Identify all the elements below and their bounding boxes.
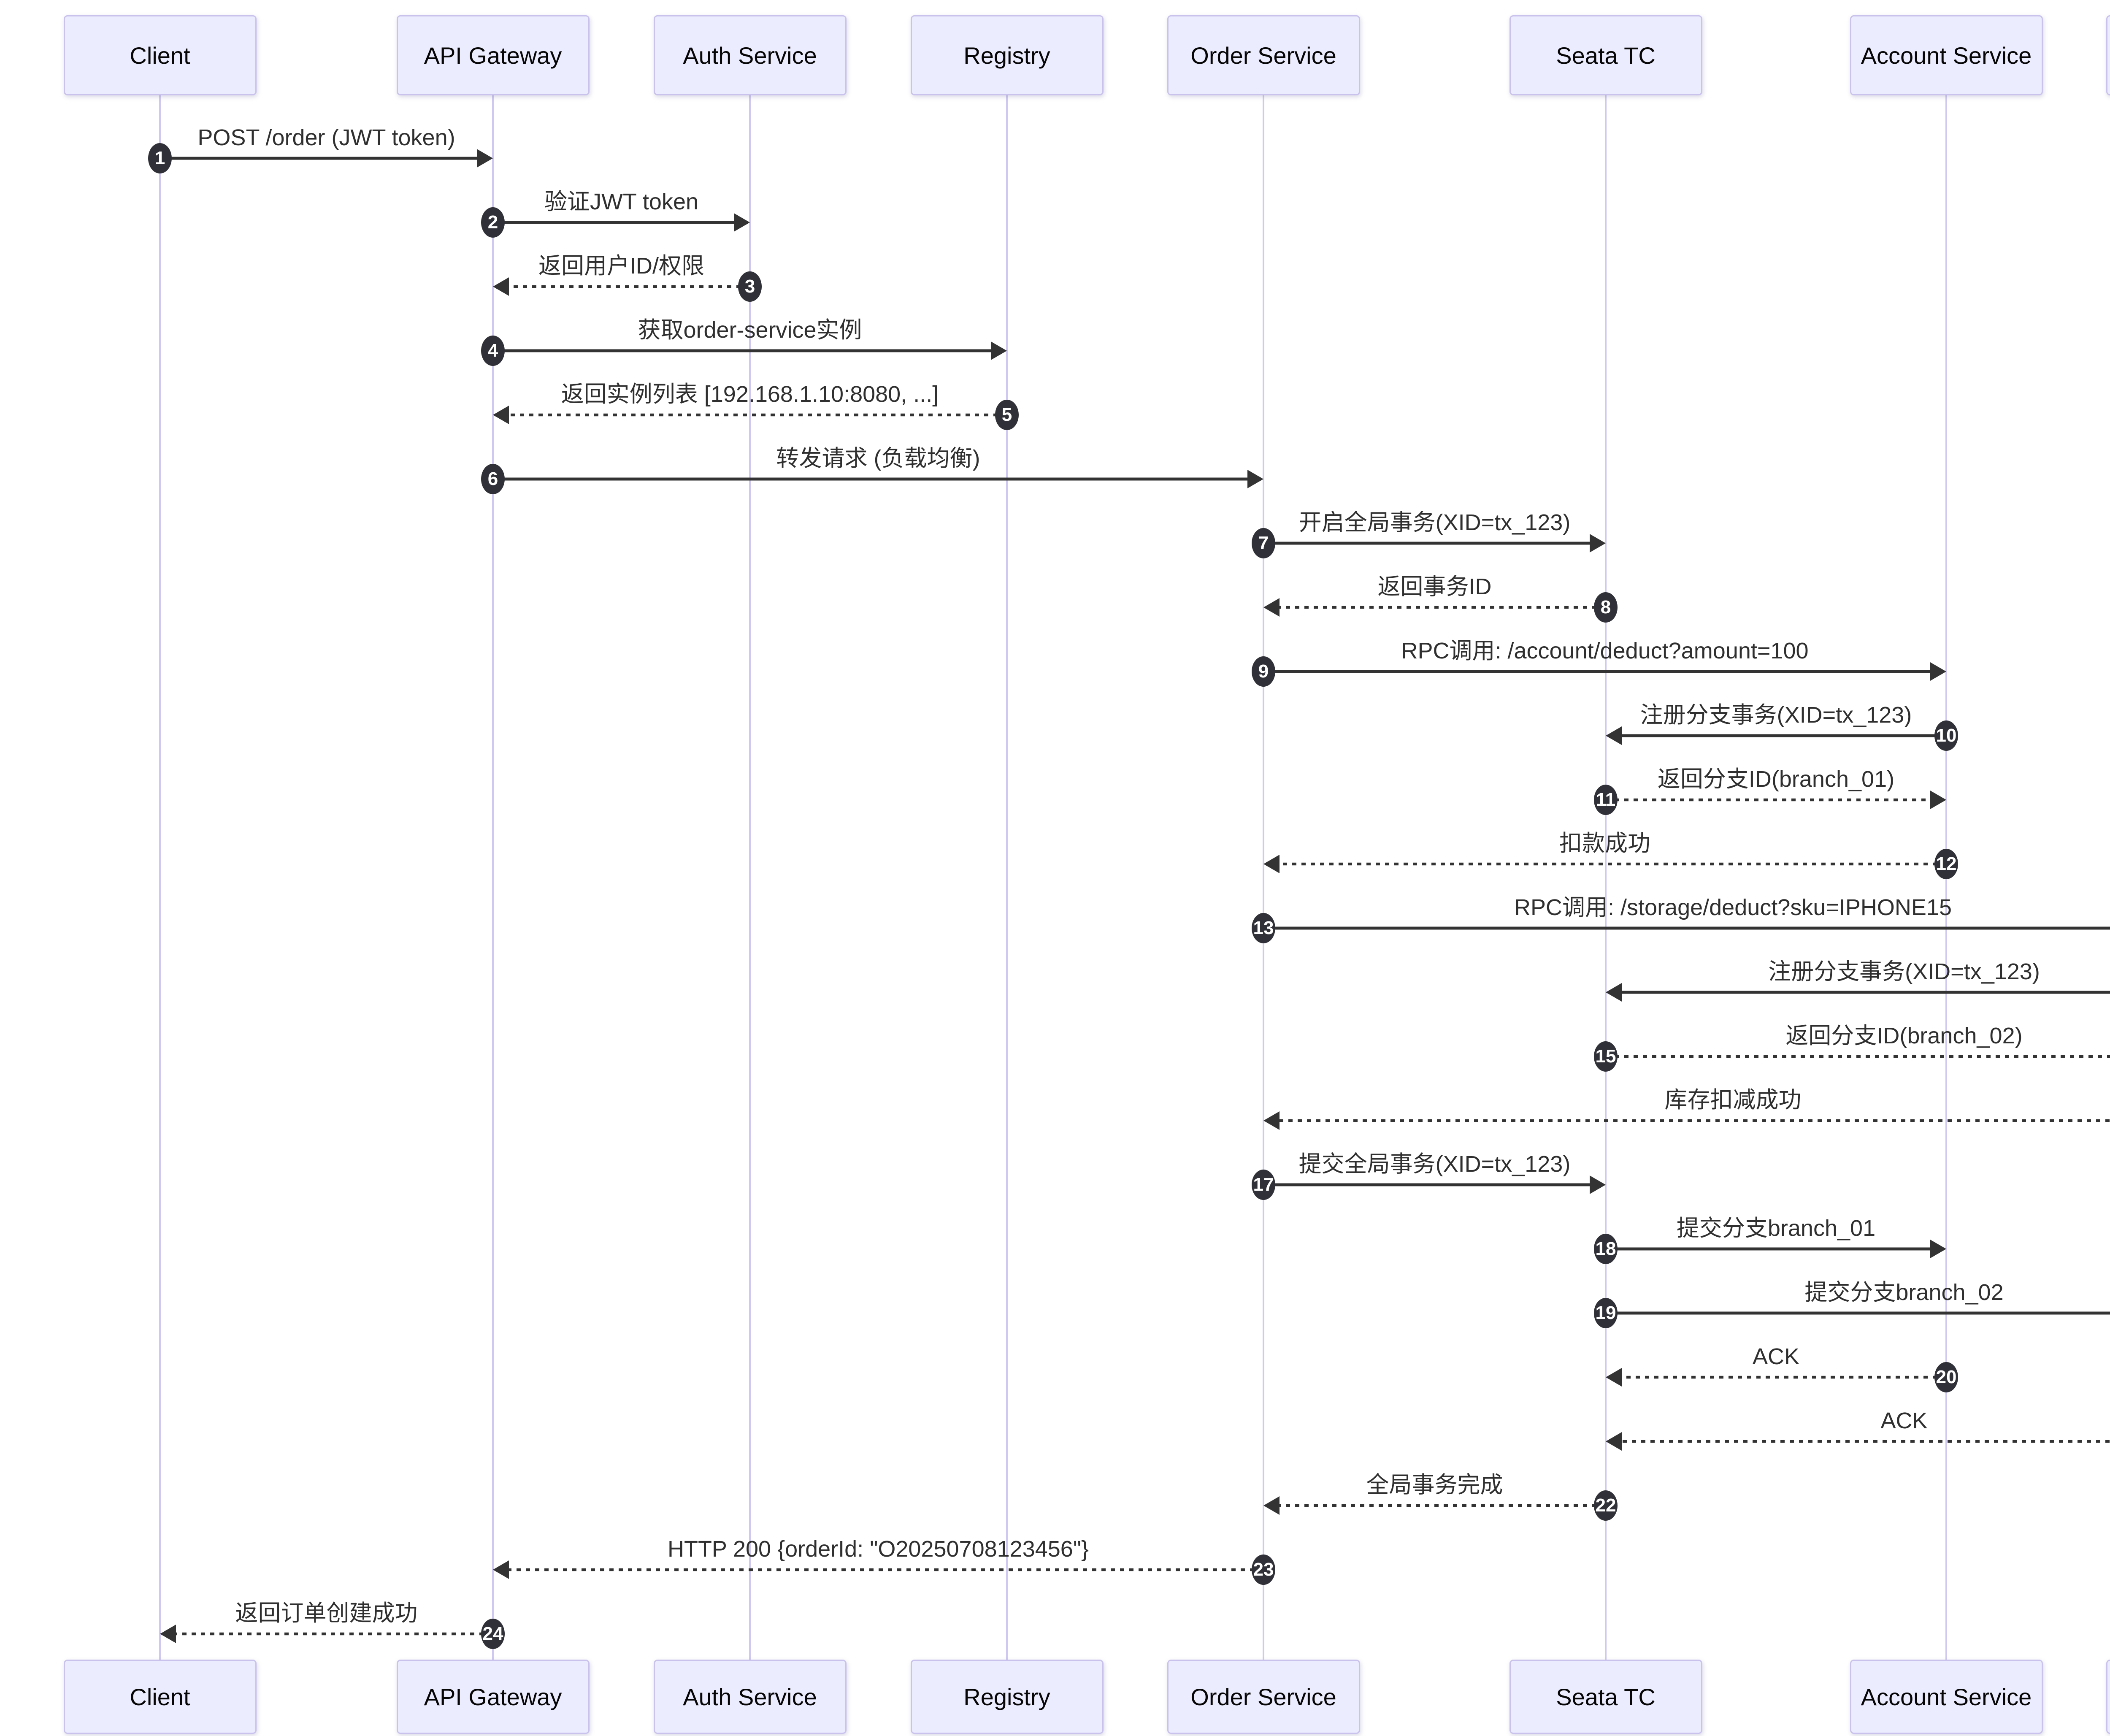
actor-label-auth: Auth Service: [683, 42, 817, 69]
actor-label-account: Account Service: [1861, 42, 2032, 69]
message-label-22: 全局事务完成: [1366, 1472, 1503, 1498]
message-number-1: 1: [148, 143, 172, 173]
actor-storage-bottom: Storage Service: [2106, 1660, 2110, 1734]
message-label-15: 返回分支ID(branch_02): [1785, 1023, 2023, 1048]
actor-registry-top: Registry: [910, 15, 1104, 95]
message-arrowhead-7: [1590, 534, 1606, 552]
message-arrowhead-2: [734, 213, 750, 232]
actor-gateway-bottom: API Gateway: [396, 1660, 590, 1734]
message-arrowhead-9: [1930, 662, 1946, 681]
message-label-24: 返回订单创建成功: [235, 1601, 418, 1626]
message-label-9: RPC调用: /account/deduct?amount=100: [1401, 638, 1809, 664]
message-arrowhead-6: [1247, 470, 1263, 488]
message-label-16: 库存扣减成功: [1664, 1087, 1802, 1113]
message-label-2: 验证JWT token: [544, 189, 699, 214]
message-number-12: 12: [1934, 849, 1958, 879]
actor-gateway-top: API Gateway: [396, 15, 590, 95]
message-label-1: POST /order (JWT token): [197, 125, 455, 150]
actor-label-gateway: API Gateway: [424, 42, 562, 69]
actor-label-client: Client: [130, 1683, 190, 1710]
actor-order-top: Order Service: [1167, 15, 1360, 95]
message-number-20: 20: [1934, 1362, 1958, 1392]
actor-label-registry: Registry: [963, 1683, 1050, 1710]
message-arrowhead-10: [1606, 726, 1622, 745]
message-number-10: 10: [1934, 720, 1958, 751]
message-number-19: 19: [1594, 1298, 1618, 1328]
actor-order-bottom: Order Service: [1167, 1660, 1360, 1734]
message-label-10: 注册分支事务(XID=tx_123): [1640, 702, 1912, 728]
actor-label-registry: Registry: [963, 42, 1050, 69]
actor-auth-top: Auth Service: [653, 15, 847, 95]
message-arrowhead-5: [493, 406, 509, 424]
message-number-7: 7: [1252, 528, 1275, 558]
actor-label-seata: Seata TC: [1556, 1683, 1656, 1710]
actor-seata-bottom: Seata TC: [1509, 1660, 1702, 1734]
message-arrowhead-1: [477, 149, 493, 168]
actor-auth-bottom: Auth Service: [653, 1660, 847, 1734]
message-number-24: 24: [481, 1619, 505, 1649]
message-number-3: 3: [738, 271, 762, 302]
actor-account-top: Account Service: [1850, 15, 2043, 95]
message-number-13: 13: [1252, 913, 1275, 943]
message-arrowhead-12: [1263, 855, 1280, 873]
actor-label-account: Account Service: [1861, 1683, 2032, 1710]
message-arrowhead-3: [493, 277, 509, 296]
message-number-15: 15: [1594, 1041, 1618, 1072]
message-arrowhead-17: [1590, 1175, 1606, 1194]
actor-label-auth: Auth Service: [683, 1683, 817, 1710]
message-arrowhead-22: [1263, 1496, 1280, 1515]
message-arrowhead-11: [1930, 791, 1946, 809]
message-number-9: 9: [1252, 656, 1275, 687]
message-arrowhead-4: [991, 341, 1007, 360]
message-number-23: 23: [1252, 1555, 1275, 1585]
message-arrowhead-21: [1606, 1432, 1622, 1451]
message-arrowhead-14: [1606, 983, 1622, 1002]
message-label-13: RPC调用: /storage/deduct?sku=IPHONE15: [1514, 895, 1952, 920]
message-arrowhead-16: [1263, 1111, 1280, 1130]
message-number-6: 6: [481, 464, 505, 494]
actor-label-order: Order Service: [1190, 1683, 1336, 1710]
message-label-8: 返回事务ID: [1377, 574, 1492, 599]
message-number-17: 17: [1252, 1170, 1275, 1200]
message-label-7: 开启全局事务(XID=tx_123): [1298, 510, 1571, 535]
message-number-11: 11: [1594, 785, 1618, 815]
message-label-11: 返回分支ID(branch_01): [1657, 766, 1895, 792]
message-label-19: 提交分支branch_02: [1804, 1280, 2004, 1305]
message-label-17: 提交全局事务(XID=tx_123): [1298, 1151, 1571, 1177]
actor-label-client: Client: [130, 42, 190, 69]
message-label-3: 返回用户ID/权限: [538, 253, 705, 279]
message-arrowhead-23: [493, 1560, 509, 1579]
actor-account-bottom: Account Service: [1850, 1660, 2043, 1734]
actor-label-seata: Seata TC: [1556, 42, 1656, 69]
message-label-6: 转发请求 (负载均衡): [776, 446, 980, 471]
message-label-12: 扣款成功: [1559, 831, 1650, 856]
message-arrowhead-18: [1930, 1240, 1946, 1258]
actor-registry-bottom: Registry: [910, 1660, 1104, 1734]
actor-seata-top: Seata TC: [1509, 15, 1702, 95]
message-number-4: 4: [481, 336, 505, 366]
message-label-18: 提交分支branch_01: [1676, 1216, 1876, 1241]
message-label-20: ACK: [1752, 1344, 1800, 1369]
message-label-4: 获取order-service实例: [638, 317, 862, 343]
message-number-5: 5: [995, 400, 1019, 430]
message-number-22: 22: [1594, 1490, 1618, 1521]
actor-label-gateway: API Gateway: [424, 1683, 562, 1710]
message-label-23: HTTP 200 {orderId: "O20250708123456"}: [667, 1536, 1089, 1562]
message-label-5: 返回实例列表 [192.168.1.10:8080, ...]: [561, 382, 939, 407]
message-label-14: 注册分支事务(XID=tx_123): [1768, 959, 2040, 984]
actor-client-top: Client: [63, 15, 257, 95]
actor-client-bottom: Client: [63, 1660, 257, 1734]
message-label-21: ACK: [1880, 1408, 1928, 1433]
message-arrowhead-20: [1606, 1368, 1622, 1387]
message-arrowhead-24: [160, 1625, 176, 1643]
actor-label-order: Order Service: [1190, 42, 1336, 69]
message-number-18: 18: [1594, 1234, 1618, 1264]
message-number-2: 2: [481, 207, 505, 238]
message-number-8: 8: [1594, 592, 1618, 623]
message-arrowhead-8: [1263, 598, 1280, 617]
actor-storage-top: Storage Service: [2106, 15, 2110, 95]
